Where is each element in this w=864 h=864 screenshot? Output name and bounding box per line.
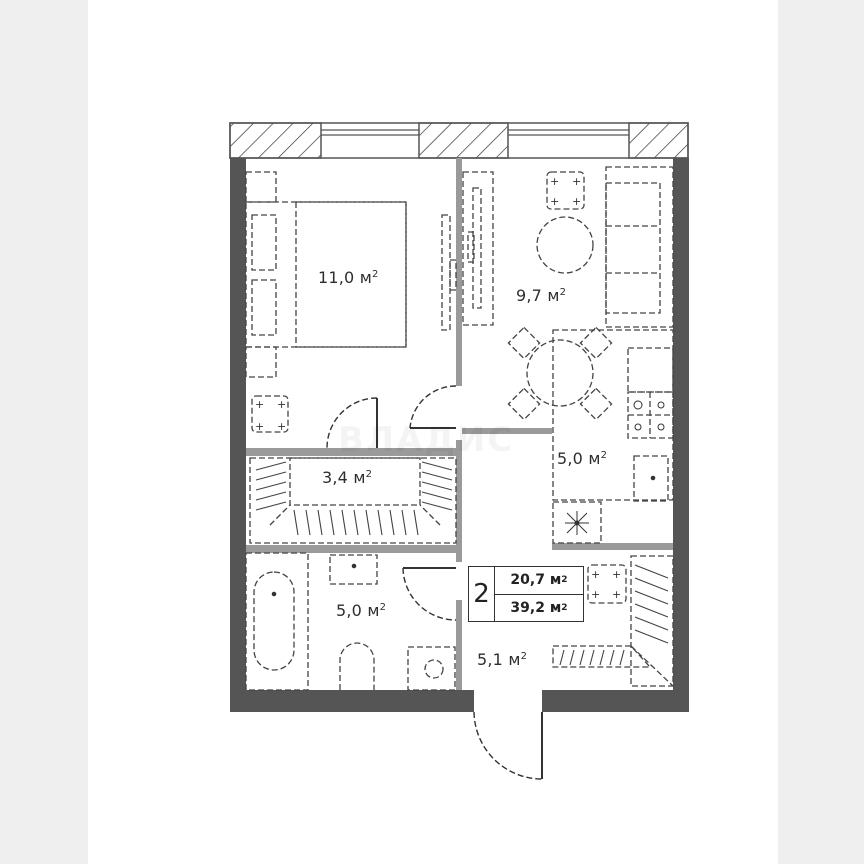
room-area-living-room: 9,7 м2 [516,286,567,305]
outer-walls [230,158,689,712]
room-area-bathroom: 5,0 м2 [336,601,387,620]
svg-text:+: + [255,398,264,411]
svg-text:+: + [255,420,264,433]
svg-text:+: + [612,588,621,601]
svg-text:+: + [591,588,600,601]
room-area-bedroom: 11,0 м2 [318,268,379,287]
room-area-wardrobe: 3,4 м2 [322,468,373,487]
inner-walls [246,158,673,690]
furniture [245,166,674,691]
svg-text:+: + [550,195,559,208]
room-area-hallway: 5,1 м2 [477,650,528,669]
svg-text:+: + [572,195,581,208]
shelf-hatches [255,461,669,666]
floor-plan-sheet: ++ ++ ++ ++ ++ ++ ВЛАДИС 11,0 м2 9,7 м2 … [88,0,778,864]
window-band [229,122,689,159]
fixture-details: + + + + + + + + + + + + [255,175,665,601]
watermark: ВЛАДИС [338,420,514,460]
room-area-kitchen: 5,0 м2 [557,449,608,468]
svg-text:+: + [572,175,581,188]
svg-text:+: + [277,398,286,411]
doors [326,385,543,780]
svg-text:+: + [612,568,621,581]
rooms-count: 2 [469,567,495,621]
svg-text:+: + [277,420,286,433]
svg-text:+: + [591,568,600,581]
svg-text:+: + [550,175,559,188]
